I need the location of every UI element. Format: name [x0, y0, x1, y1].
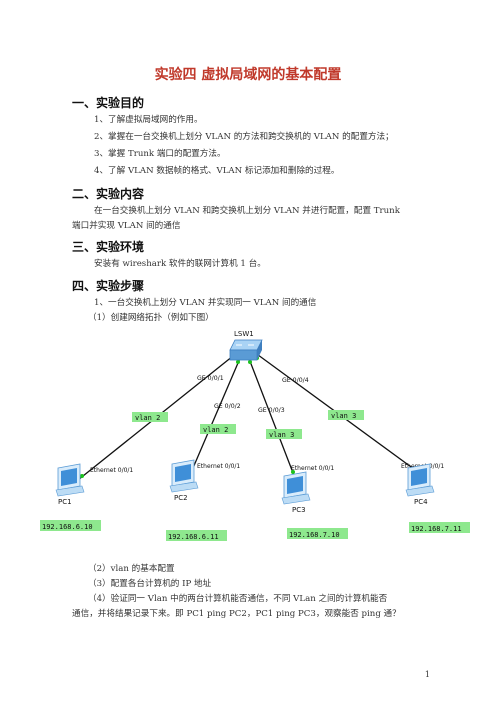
pc2-port-label: Ethernet 0/0/1 — [197, 463, 240, 470]
environment-line: 安装有 wireshark 软件的联网计算机 1 台。 — [94, 259, 266, 269]
pc1-icon — [55, 463, 85, 497]
port-label-ge2: GE 0/0/2 — [214, 403, 241, 410]
step-1-2: （2）vlan 的基本配置 — [88, 564, 175, 574]
link-pc3 — [247, 355, 296, 479]
pc2-ip: 192.168.6.11 — [168, 533, 219, 541]
pc4-icon — [405, 463, 435, 497]
port-label-ge4: GE 0/0/4 — [282, 377, 309, 384]
content-line-1: 在一台交换机上划分 VLAN 和跨交换机上划分 VLAN 并进行配置，配置 Tr… — [94, 206, 400, 216]
pc4-label: PC4 — [414, 498, 428, 506]
step-1: 1、一台交换机上划分 VLAN 并实现同一 VLAN 间的通信 — [94, 298, 317, 308]
purpose-item-1: 1、了解虚拟局域网的作用。 — [94, 115, 203, 125]
page-number: 1 — [424, 670, 430, 679]
pc3-port-label: Ethernet 0/0/1 — [291, 465, 334, 472]
step-1-3: （3）配置各台计算机的 IP 地址 — [88, 579, 212, 589]
purpose-item-4: 4、了解 VLAN 数据帧的格式、VLAN 标记添加和删除的过程。 — [94, 166, 340, 176]
document-title: 实验四 虚拟局域网的基本配置 — [154, 67, 342, 83]
pc3-label: PC3 — [292, 506, 306, 514]
pc2-label: PC2 — [174, 494, 188, 502]
vlan-tag-pc3: vlan 3 — [269, 431, 294, 439]
pc1-port-label: Ethernet 0/0/1 — [90, 467, 133, 474]
section-heading-purpose: 一、实验目的 — [72, 96, 145, 110]
step-1-4: （4）验证同一 Vlan 中的两台计算机能否通信，不同 VLan 之间的计算机能… — [88, 594, 388, 604]
step-1-4-cont: 通信，并将结果记录下来。即 PC1 ping PC2，PC1 ping PC3，… — [72, 609, 401, 619]
links — [77, 351, 419, 481]
switch-label: LSW1 — [234, 330, 254, 338]
pc1-ip: 192.168.6.10 — [42, 523, 93, 531]
pc2-icon — [169, 459, 199, 493]
content-line-2: 端口并实现 VLAN 间的通信 — [72, 221, 181, 231]
port-label-ge3: GE 0/0/3 — [258, 407, 285, 414]
vlan-tag-pc4: vlan 3 — [331, 412, 356, 420]
switch-icon — [229, 339, 263, 361]
link-pc2 — [189, 355, 242, 476]
port-label-ge1: GE 0/0/1 — [197, 375, 224, 382]
section-heading-content: 二、实验内容 — [72, 187, 145, 201]
section-heading-steps: 四、实验步骤 — [72, 279, 145, 293]
purpose-item-3: 3、掌握 Trunk 端口的配置方法。 — [94, 149, 226, 159]
pc3-icon — [281, 471, 311, 505]
port-dots — [80, 356, 416, 478]
step-1-1: （1）创建网络拓扑（例如下图） — [88, 313, 214, 323]
pc1-label: PC1 — [58, 498, 72, 506]
vlan-tag-pc1: vlan 2 — [135, 414, 160, 422]
section-heading-environment: 三、实验环境 — [72, 240, 145, 254]
pc4-ip: 192.168.7.11 — [411, 525, 462, 533]
purpose-item-2: 2、掌握在一台交换机上划分 VLAN 的方法和跨交换机的 VLAN 的配置方法； — [94, 132, 394, 142]
pc3-ip: 192.168.7.10 — [289, 531, 340, 539]
vlan-tag-pc2: vlan 2 — [203, 426, 228, 434]
